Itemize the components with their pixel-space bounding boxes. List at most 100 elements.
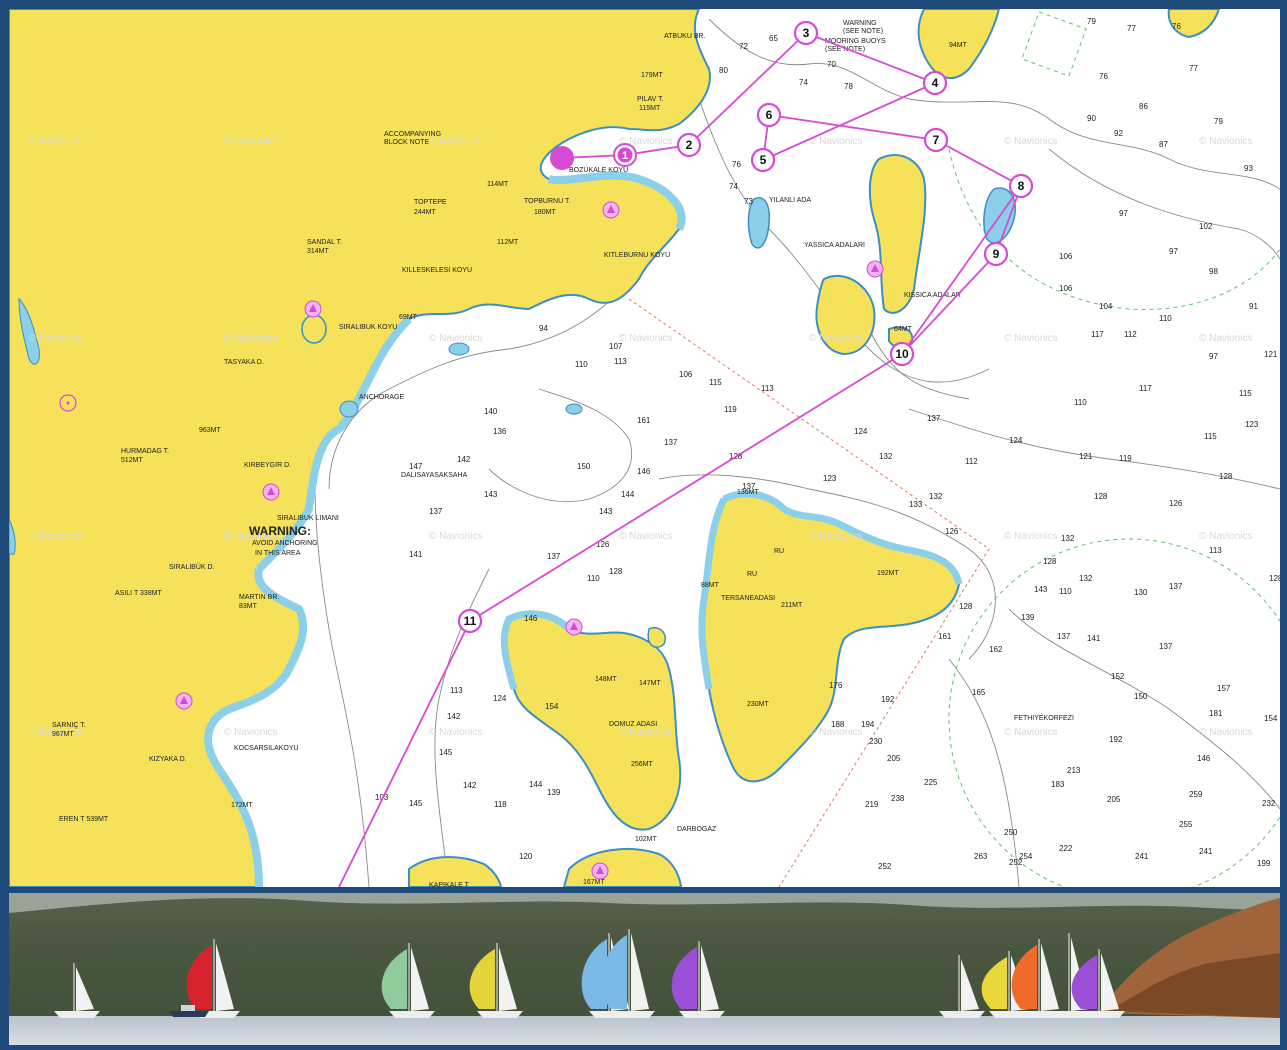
waypoint-label: 10 bbox=[895, 347, 909, 361]
watermark-text: © Navionics bbox=[809, 333, 863, 344]
depth-sounding: 120 bbox=[519, 852, 533, 861]
watermark-text: © Navionics bbox=[429, 727, 483, 738]
place-name-230mt: 230MT bbox=[747, 701, 770, 708]
waypoint-11[interactable]: 11 bbox=[457, 608, 483, 634]
anchor-icon bbox=[565, 618, 583, 636]
watermark-text: © Navionics bbox=[1004, 136, 1058, 147]
place-name-pilav: PILAV T. bbox=[637, 96, 664, 103]
depth-sounding: 91 bbox=[1249, 302, 1258, 311]
depth-sounding: 188 bbox=[831, 720, 845, 729]
watermark-text: © Navionics bbox=[429, 136, 483, 147]
anchor-icon bbox=[262, 483, 280, 501]
waypoint-1[interactable]: 1 bbox=[613, 143, 637, 167]
waypoint-7[interactable]: 7 bbox=[923, 127, 949, 153]
start-marker[interactable] bbox=[550, 146, 574, 170]
depth-sounding: 146 bbox=[637, 467, 651, 476]
depth-sounding: 241 bbox=[1135, 852, 1149, 861]
watermark-text: © Navionics bbox=[1004, 531, 1058, 542]
nautical-chart[interactable]: © Navionics © Navionics © Navionics © Navio… bbox=[9, 9, 1280, 887]
route-leg bbox=[469, 353, 903, 622]
depth-sounding: 104 bbox=[1099, 302, 1113, 311]
waypoint-9[interactable]: 9 bbox=[983, 241, 1009, 267]
waypoint-3[interactable]: 3 bbox=[793, 20, 819, 46]
depth-sounding: 110 bbox=[587, 574, 600, 583]
sailboat bbox=[469, 943, 523, 1018]
waypoint-10[interactable]: 10 bbox=[889, 341, 915, 367]
depth-sounding: 93 bbox=[1244, 164, 1253, 173]
watermark-text: © Navionics bbox=[809, 531, 863, 542]
place-name-256mt: 256MT bbox=[631, 761, 654, 768]
watermark-text: © Navionics bbox=[619, 531, 673, 542]
waypoint-label: 9 bbox=[993, 247, 1000, 261]
depth-sounding: 222 bbox=[1059, 844, 1073, 853]
depth-sounding: 137 bbox=[1169, 582, 1183, 591]
place-name-koyu1: BOZUKALE KOYU bbox=[569, 167, 628, 174]
waypoint-6[interactable]: 6 bbox=[756, 102, 782, 128]
watermark-text: © Navionics bbox=[224, 136, 278, 147]
place-name-115mt: 115MT bbox=[639, 105, 661, 112]
depth-sounding: 78 bbox=[844, 82, 853, 91]
depth-sounding: 74 bbox=[799, 78, 808, 87]
place-name-kocsars: KOCSARSILAKOYU bbox=[234, 745, 299, 752]
anchor-icon bbox=[304, 300, 322, 318]
depth-sounding: 126 bbox=[945, 527, 959, 536]
depth-sounding: 141 bbox=[409, 550, 423, 559]
anchor-icon bbox=[602, 201, 620, 219]
depth-sounding: 113 bbox=[761, 384, 774, 393]
depth-sounding: 121 bbox=[1079, 452, 1093, 461]
depth-sounding: 241 bbox=[1199, 847, 1213, 856]
place-name-siralibuk: SIRALIBUK KOYU bbox=[339, 324, 397, 331]
place-name-dalisa: DALISAYASAKSAHA bbox=[401, 472, 468, 479]
depth-sounding: 230 bbox=[869, 737, 883, 746]
depth-sounding: 255 bbox=[1179, 820, 1193, 829]
place-name-211mt: 211MT bbox=[781, 602, 803, 609]
watermark-text: © Navionics bbox=[1199, 333, 1253, 344]
place-name-179mt: 179MT bbox=[641, 72, 664, 79]
place-name-accomp1: ACCOMPANYING bbox=[384, 131, 441, 138]
waypoint-5[interactable]: 5 bbox=[750, 147, 776, 173]
depth-sounding: 161 bbox=[938, 632, 952, 641]
route-leg bbox=[762, 82, 936, 161]
depth-sounding: 119 bbox=[724, 405, 737, 414]
watermark-text: © Navionics bbox=[29, 531, 83, 542]
place-name-kille: KILLESKELESI KOYU bbox=[402, 267, 472, 274]
place-name-see-note1: (SEE NOTE) bbox=[843, 28, 883, 35]
watermark-text: © Navionics bbox=[224, 531, 278, 542]
place-name-kirbeygir: KIRBEYGIR D. bbox=[244, 462, 291, 469]
place-name-102mt: 102MT bbox=[635, 836, 658, 843]
watermark-text: © Navionics bbox=[619, 727, 673, 738]
depth-sounding: 124 bbox=[1009, 436, 1023, 445]
place-name-hurmadag: HURMADAG T. bbox=[121, 448, 169, 455]
depth-sounding: 126 bbox=[1169, 499, 1183, 508]
depth-sounding: 123 bbox=[1245, 420, 1259, 429]
place-name-88mt: 88MT bbox=[701, 582, 720, 589]
depth-sounding: 72 bbox=[739, 42, 748, 51]
depth-sounding: 87 bbox=[1159, 140, 1168, 149]
place-name-314mt: 314MT bbox=[307, 248, 330, 255]
place-name-112mt: 112MT bbox=[497, 239, 519, 246]
waypoint-2[interactable]: 2 bbox=[676, 132, 702, 158]
place-name-warning2: AVOID ANCHORING bbox=[252, 540, 318, 547]
depth-sounding: 102 bbox=[1199, 222, 1213, 231]
place-name-asili: ASILI T 338MT bbox=[115, 590, 163, 597]
waypoint-label: 6 bbox=[766, 108, 773, 122]
place-name-yilanli: YILANLI ADA bbox=[769, 197, 811, 204]
place-name-94mt: 94MT bbox=[949, 42, 968, 49]
sailboat bbox=[186, 939, 240, 1018]
depth-sounding: 162 bbox=[989, 645, 1003, 654]
depth-sounding: 73 bbox=[744, 197, 753, 206]
depth-sounding: 150 bbox=[577, 462, 591, 471]
depth-contours bbox=[314, 18, 1280, 887]
waypoint-4[interactable]: 4 bbox=[922, 70, 948, 96]
depth-sounding: 107 bbox=[609, 342, 623, 351]
depth-sounding: 110 bbox=[575, 360, 588, 369]
waypoint-8[interactable]: 8 bbox=[1008, 173, 1034, 199]
depth-sounding: 141 bbox=[1087, 634, 1101, 643]
depth-sounding: 112 bbox=[965, 457, 978, 466]
depth-sounding: 128 bbox=[1219, 472, 1233, 481]
depth-sounding: 115 bbox=[1204, 432, 1217, 441]
place-name-sarnic: SARNIÇ T. bbox=[52, 722, 86, 729]
depth-sounding: 250 bbox=[1004, 828, 1018, 837]
